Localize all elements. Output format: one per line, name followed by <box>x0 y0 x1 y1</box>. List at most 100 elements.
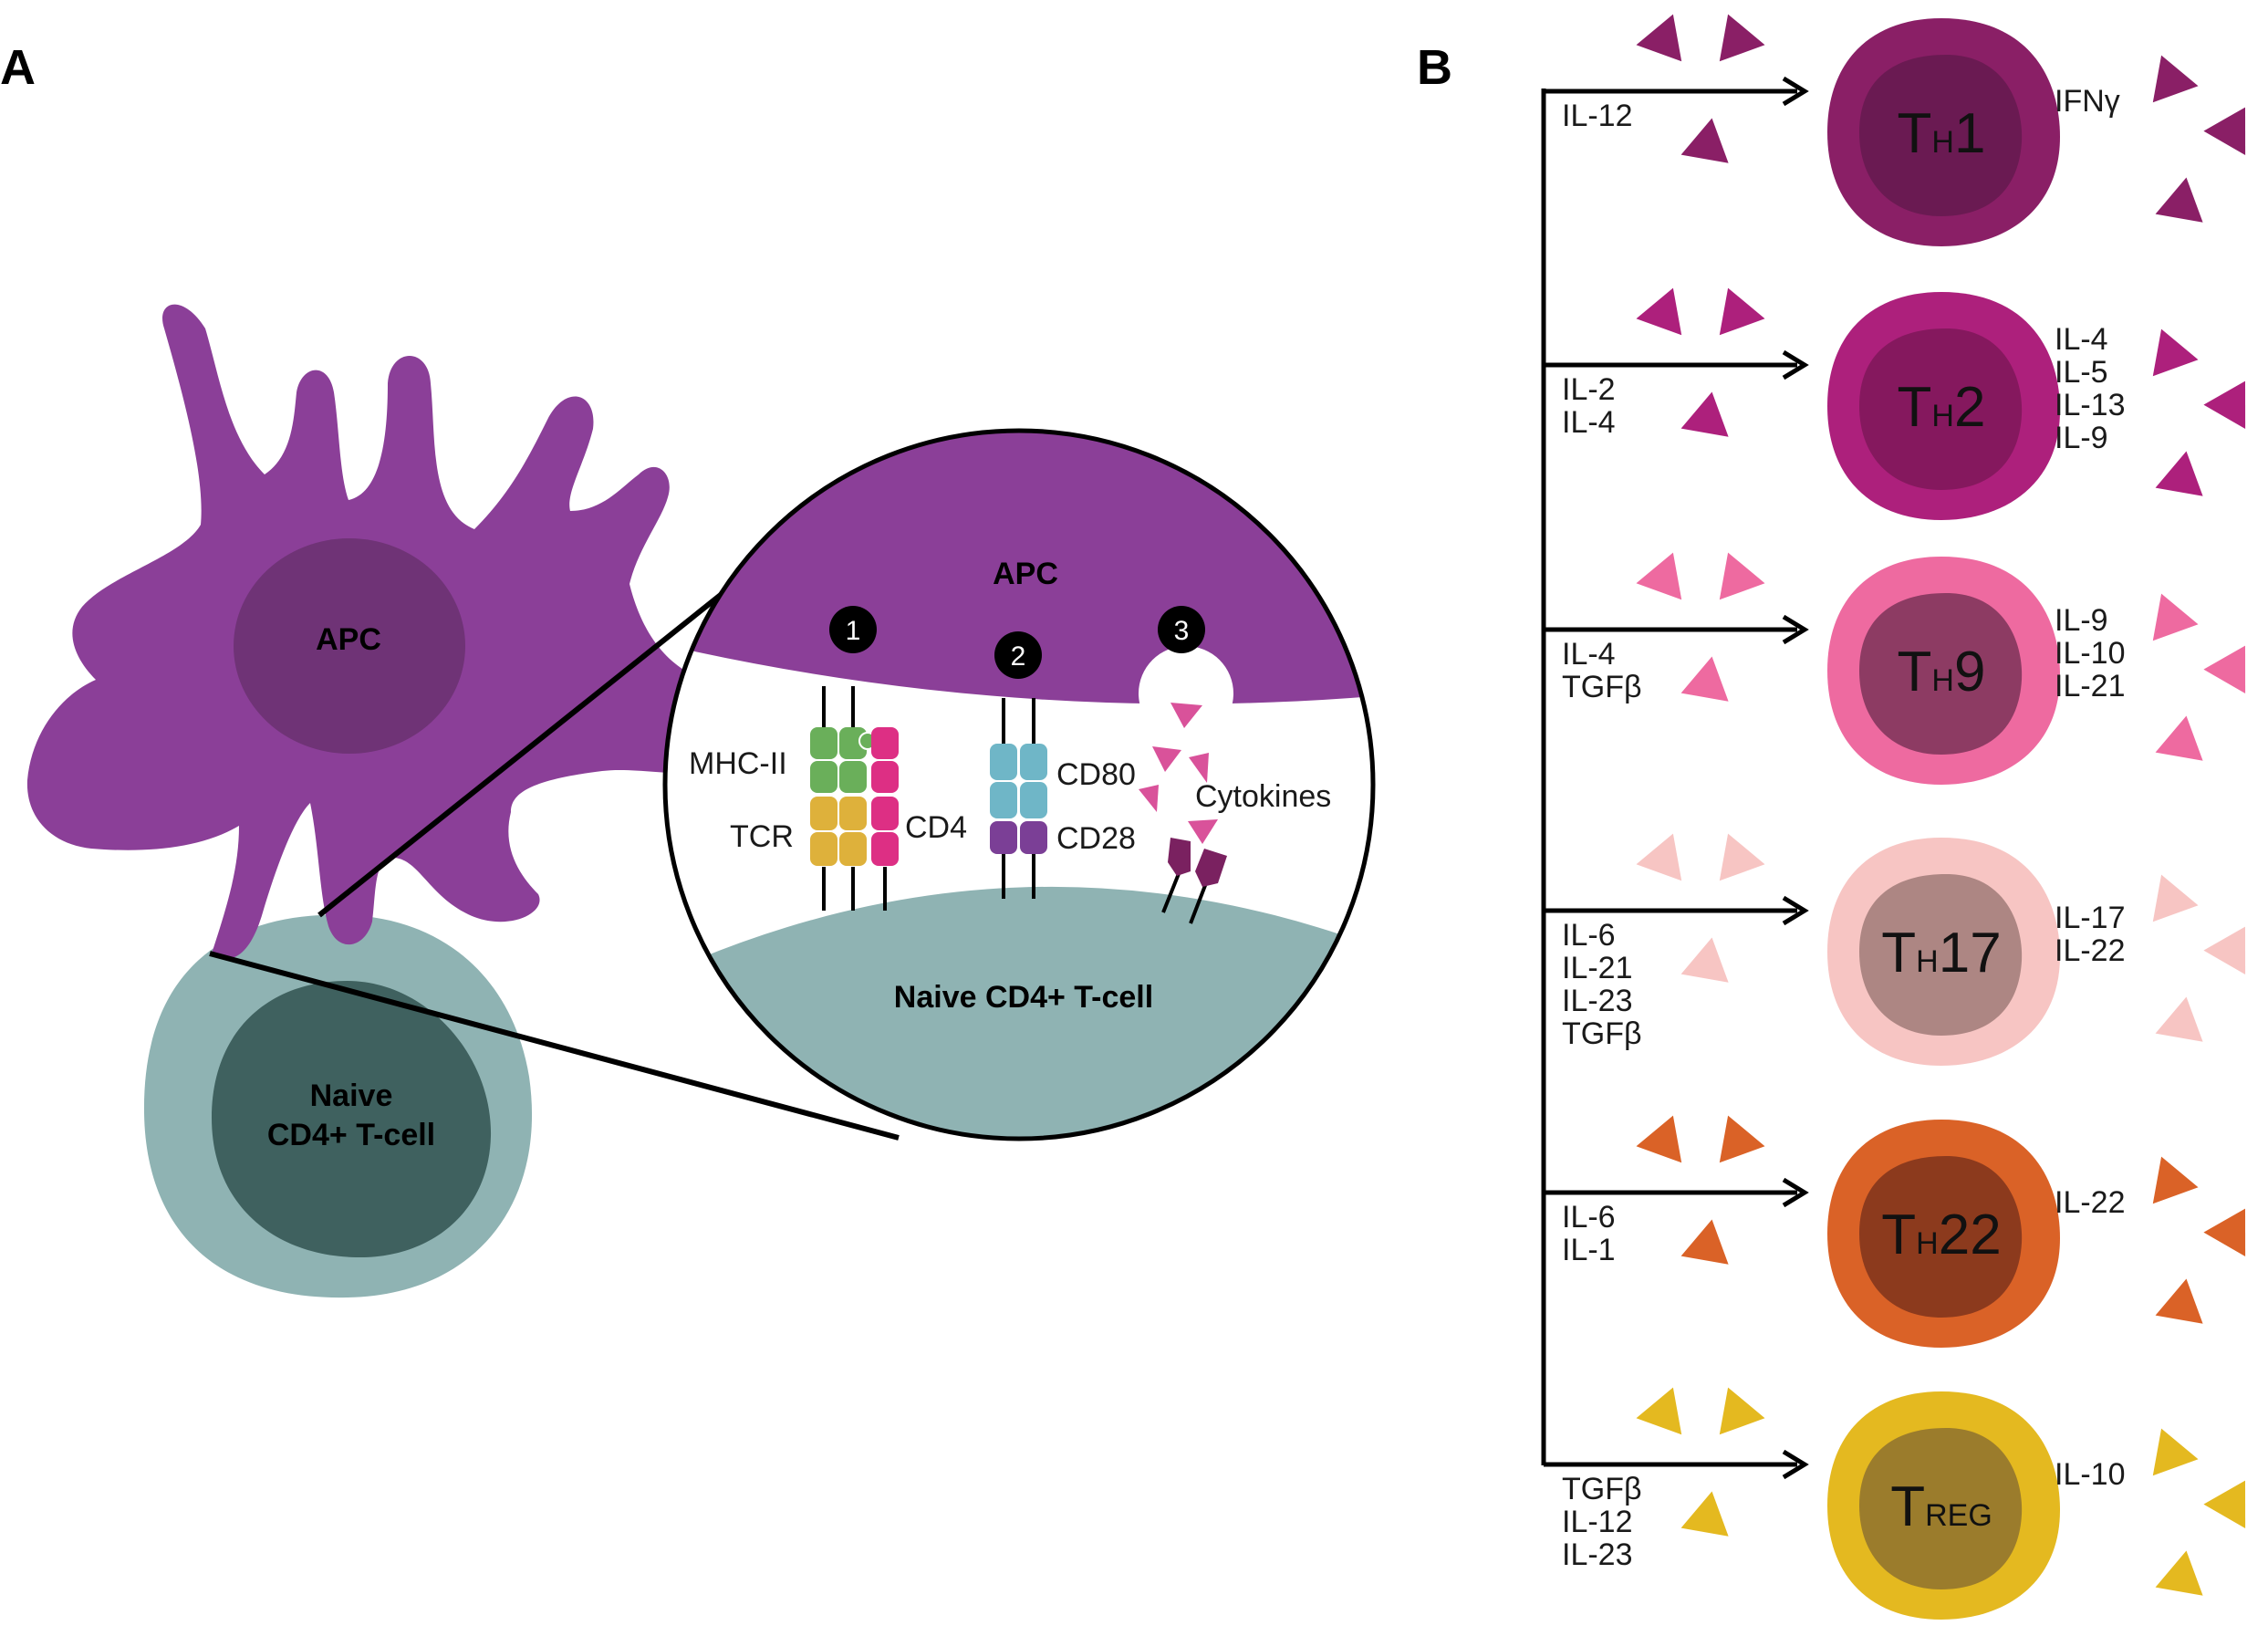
cytokine-triangle <box>2203 380 2246 429</box>
subset-name-main: T <box>1881 922 1916 985</box>
subset-name-main: T <box>1898 376 1932 439</box>
input-cytokine-label: IL-23 <box>1562 984 1633 1018</box>
subset-name-sub: H <box>1916 944 1939 979</box>
step-badge-2: 2 <box>994 631 1042 679</box>
cytokine-triangle <box>2155 451 2203 496</box>
cd4-block <box>871 797 899 830</box>
input-cytokine-label: TGFβ <box>1562 670 1642 704</box>
input-cytokine-label: IL-23 <box>1562 1537 1633 1572</box>
panel-a-letter: A <box>0 40 36 95</box>
cytokine-particles <box>1139 703 1218 844</box>
tcr-block <box>810 797 837 830</box>
cytokine-triangle <box>1636 14 1682 62</box>
arrow-head <box>1782 1449 1809 1480</box>
subset-name-suffix: 22 <box>1939 1204 2002 1266</box>
arrow-head <box>1782 614 1809 645</box>
subset-cell-nucleus <box>1859 593 2023 755</box>
input-cytokine-label: IL-21 <box>1562 951 1633 985</box>
subset-cell-nucleus <box>1859 1428 2023 1589</box>
subset-name-main: T <box>1898 102 1932 165</box>
cytokine-triangle <box>1719 1387 1765 1435</box>
cytokine-triangle <box>2203 645 2246 693</box>
cytokine-triangle <box>1719 833 1765 881</box>
cytokine-triangle <box>2155 1550 2203 1596</box>
cytokine-triangle <box>2155 715 2203 761</box>
input-cytokine-label: TGFβ <box>1562 1016 1642 1051</box>
subset-name: TH2 <box>1898 376 1986 439</box>
cytokine-triangle <box>2155 177 2203 223</box>
zoom-circle: APC Naive CD4+ T-cell 1 2 3 <box>662 428 1376 1141</box>
cytokine-receptors <box>1161 838 1227 924</box>
cytokine-triangle <box>2152 593 2199 641</box>
output-cytokine-label: IL-5 <box>2055 355 2108 390</box>
output-cytokine-label: IL-22 <box>2055 1185 2126 1220</box>
mhc-block <box>839 761 867 793</box>
cd80-label: CD80 <box>1056 757 1136 792</box>
cytokine-triangle <box>1680 1491 1729 1537</box>
subset-name-sub: REG <box>1925 1498 1992 1533</box>
zoom-tcell-label: Naive CD4+ T-cell <box>894 980 1153 1015</box>
output-cytokine-label: IFNγ <box>2055 84 2120 119</box>
t-cell-label-line1: Naive <box>310 1079 393 1113</box>
step-badge-3: 3 <box>1158 606 1205 653</box>
subset-name-sub: H <box>1931 663 1954 698</box>
cytokine-triangle <box>2152 1428 2199 1476</box>
output-cytokine-label: IL-10 <box>2055 636 2126 671</box>
cytokine-triangle <box>2203 926 2246 974</box>
subset-name: TH17 <box>1881 922 2001 985</box>
tcr-label: TCR <box>730 819 794 854</box>
cytokine-triangle <box>1719 287 1765 336</box>
output-cytokine-label: IL-21 <box>2055 669 2126 703</box>
subset-name: TH1 <box>1898 102 1986 165</box>
subset-name-suffix: 9 <box>1954 641 1985 703</box>
subset-name-sub: H <box>1931 125 1954 160</box>
arrow-head <box>1782 349 1809 380</box>
cd4-block <box>871 727 899 759</box>
subset-name-suffix: 1 <box>1954 102 1985 165</box>
mhc-label: MHC-II <box>689 746 787 781</box>
step-badge-2-text: 2 <box>1011 641 1026 672</box>
output-cytokine-label: IL-4 <box>2055 322 2108 357</box>
subset-name-main: T <box>1890 1475 1925 1538</box>
input-cytokine-label: IL-12 <box>1562 99 1633 133</box>
cytokine-triangle <box>1680 118 1729 163</box>
mhc-block <box>810 727 837 759</box>
cd28-block <box>1020 821 1047 854</box>
zoom-circle-outline <box>662 428 1376 1141</box>
cytokine-triangle <box>1719 14 1765 62</box>
panel-b-letter: B <box>1417 40 1452 95</box>
subset-name: TH22 <box>1881 1204 2001 1266</box>
subset-name-main: T <box>1898 641 1932 703</box>
step-badge-3-text: 3 <box>1174 616 1190 646</box>
subset-cell-nucleus <box>1859 874 2023 1036</box>
cd28-block <box>990 821 1017 854</box>
input-cytokine-label: IL-6 <box>1562 1200 1616 1235</box>
output-cytokine-label: IL-13 <box>2055 388 2126 422</box>
cytokine-triangle <box>1680 1219 1729 1265</box>
input-cytokine-label: IL-4 <box>1562 405 1616 440</box>
cd80-block <box>1020 744 1047 780</box>
input-cytokine-label: IL-2 <box>1562 372 1616 407</box>
input-cytokine-label: IL-1 <box>1562 1233 1616 1267</box>
cytokines-label: Cytokines <box>1195 779 1331 814</box>
cytokine-triangle <box>1636 1115 1682 1163</box>
zoom-apc-label: APC <box>993 557 1058 591</box>
subset-row: IL-12 TH1 IFNγ <box>1544 14 2246 246</box>
tcr-block <box>810 832 837 866</box>
cd80-cd28-complex <box>990 698 1047 899</box>
mhc-tcr-cd4-complex <box>810 686 899 911</box>
input-cytokine-label: TGFβ <box>1562 1472 1642 1506</box>
input-cytokine-label: IL-4 <box>1562 637 1616 672</box>
cytokine-triangle <box>1636 287 1682 336</box>
subset-name-sub: H <box>1916 1226 1939 1261</box>
cytokine-triangle <box>1719 1115 1765 1163</box>
cytokine-triangle <box>2152 1156 2199 1204</box>
zoom-line-lower <box>209 951 900 1141</box>
input-cytokine-label: IL-6 <box>1562 918 1616 953</box>
cytokine-triangle <box>1636 552 1682 600</box>
subset-name: TREG <box>1890 1475 1992 1538</box>
subset-name-suffix: 17 <box>1939 922 2002 985</box>
